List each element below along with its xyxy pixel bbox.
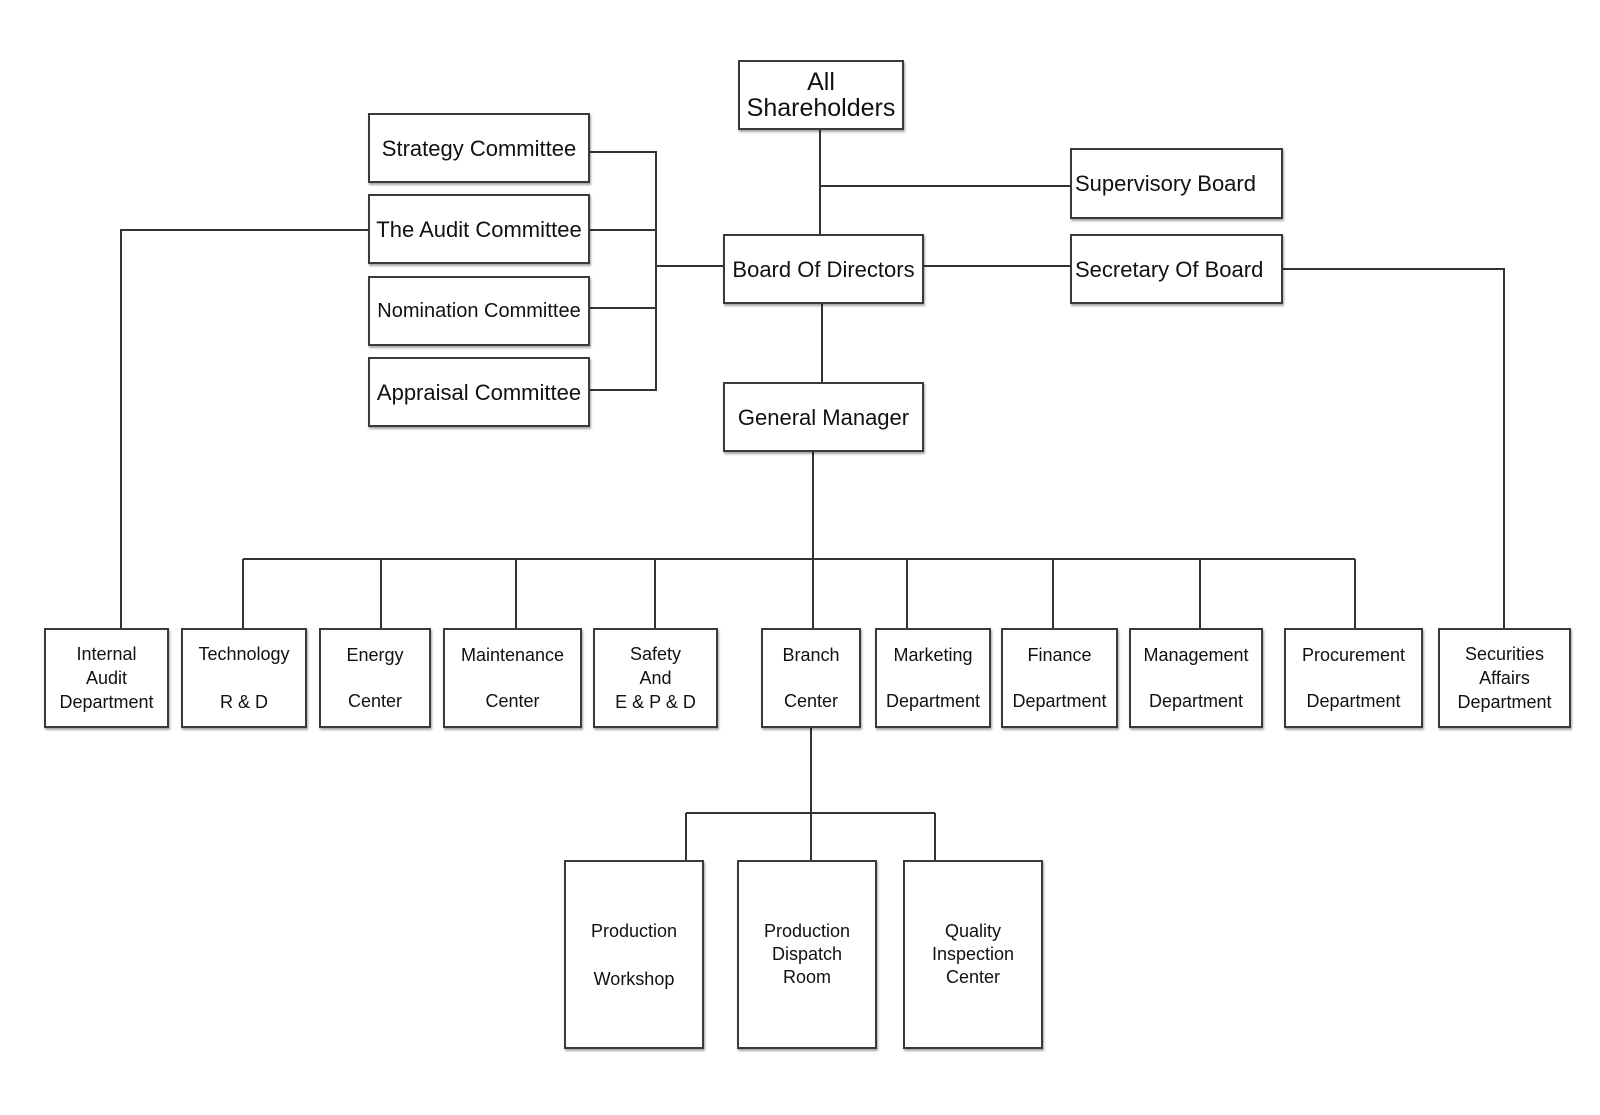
- board-of-directors-box: Board Of Directors: [723, 234, 924, 304]
- safety-ep-box: Safety And E & P & D: [593, 628, 718, 728]
- energy-center-label: Energy Center: [346, 645, 404, 711]
- secretary-of-board-box: Secretary Of Board: [1070, 234, 1283, 304]
- nomination-committee-label: Nomination Committee: [377, 299, 581, 322]
- marketing-department-box: Marketing Department: [875, 628, 991, 728]
- audit-committee-label: The Audit Committee: [376, 216, 582, 242]
- production-workshop-label: Production Workshop: [590, 920, 678, 989]
- supervisory-board-label: Supervisory Board: [1075, 171, 1256, 196]
- internal-audit-department-box: Internal Audit Department: [44, 628, 169, 728]
- appraisal-committee-label: Appraisal Committee: [376, 379, 582, 405]
- procurement-department-box: Procurement Department: [1284, 628, 1423, 728]
- quality-inspection-center-label: Quality Inspection Center: [931, 921, 1015, 987]
- connector-line: [120, 229, 368, 628]
- internal-audit-department-label: Internal Audit Department: [59, 644, 154, 712]
- management-department-label: Management Department: [1143, 645, 1249, 711]
- production-dispatch-room-box: Production Dispatch Room: [737, 860, 877, 1049]
- energy-center-box: Energy Center: [319, 628, 431, 728]
- maintenance-center-box: Maintenance Center: [443, 628, 582, 728]
- strategy-committee-box: Strategy Committee: [368, 113, 590, 183]
- technology-rd-box: Technology R & D: [181, 628, 307, 728]
- all-shareholders-label: All Shareholders: [746, 68, 896, 122]
- marketing-department-label: Marketing Department: [885, 645, 981, 711]
- safety-ep-label: Safety And E & P & D: [615, 644, 696, 712]
- branch-center-box: Branch Center: [761, 628, 861, 728]
- secretary-of-board-label: Secretary Of Board: [1075, 256, 1264, 282]
- maintenance-center-label: Maintenance Center: [460, 645, 565, 711]
- strategy-committee-label: Strategy Committee: [381, 135, 577, 161]
- board-of-directors-label: Board Of Directors: [732, 256, 915, 282]
- procurement-department-label: Procurement Department: [1301, 645, 1406, 711]
- connector-line: [590, 151, 657, 391]
- production-dispatch-room-label: Production Dispatch Room: [763, 921, 851, 987]
- connector-line: [1283, 268, 1505, 628]
- audit-committee-box: The Audit Committee: [368, 194, 590, 264]
- branch-center-label: Branch Center: [782, 645, 840, 711]
- securities-affairs-department-label: Securities Affairs Department: [1457, 644, 1552, 712]
- general-manager-label: General Manager: [737, 404, 910, 430]
- supervisory-board-box: Supervisory Board: [1070, 148, 1283, 219]
- production-workshop-box: Production Workshop: [564, 860, 704, 1049]
- all-shareholders-box: All Shareholders: [738, 60, 904, 130]
- quality-inspection-center-box: Quality Inspection Center: [903, 860, 1043, 1049]
- securities-affairs-department-box: Securities Affairs Department: [1438, 628, 1571, 728]
- nomination-committee-box: Nomination Committee: [368, 276, 590, 346]
- technology-rd-label: Technology R & D: [198, 644, 290, 712]
- appraisal-committee-box: Appraisal Committee: [368, 357, 590, 427]
- finance-department-label: Finance Department: [1012, 645, 1107, 711]
- general-manager-box: General Manager: [723, 382, 924, 452]
- finance-department-box: Finance Department: [1001, 628, 1118, 728]
- management-department-box: Management Department: [1129, 628, 1263, 728]
